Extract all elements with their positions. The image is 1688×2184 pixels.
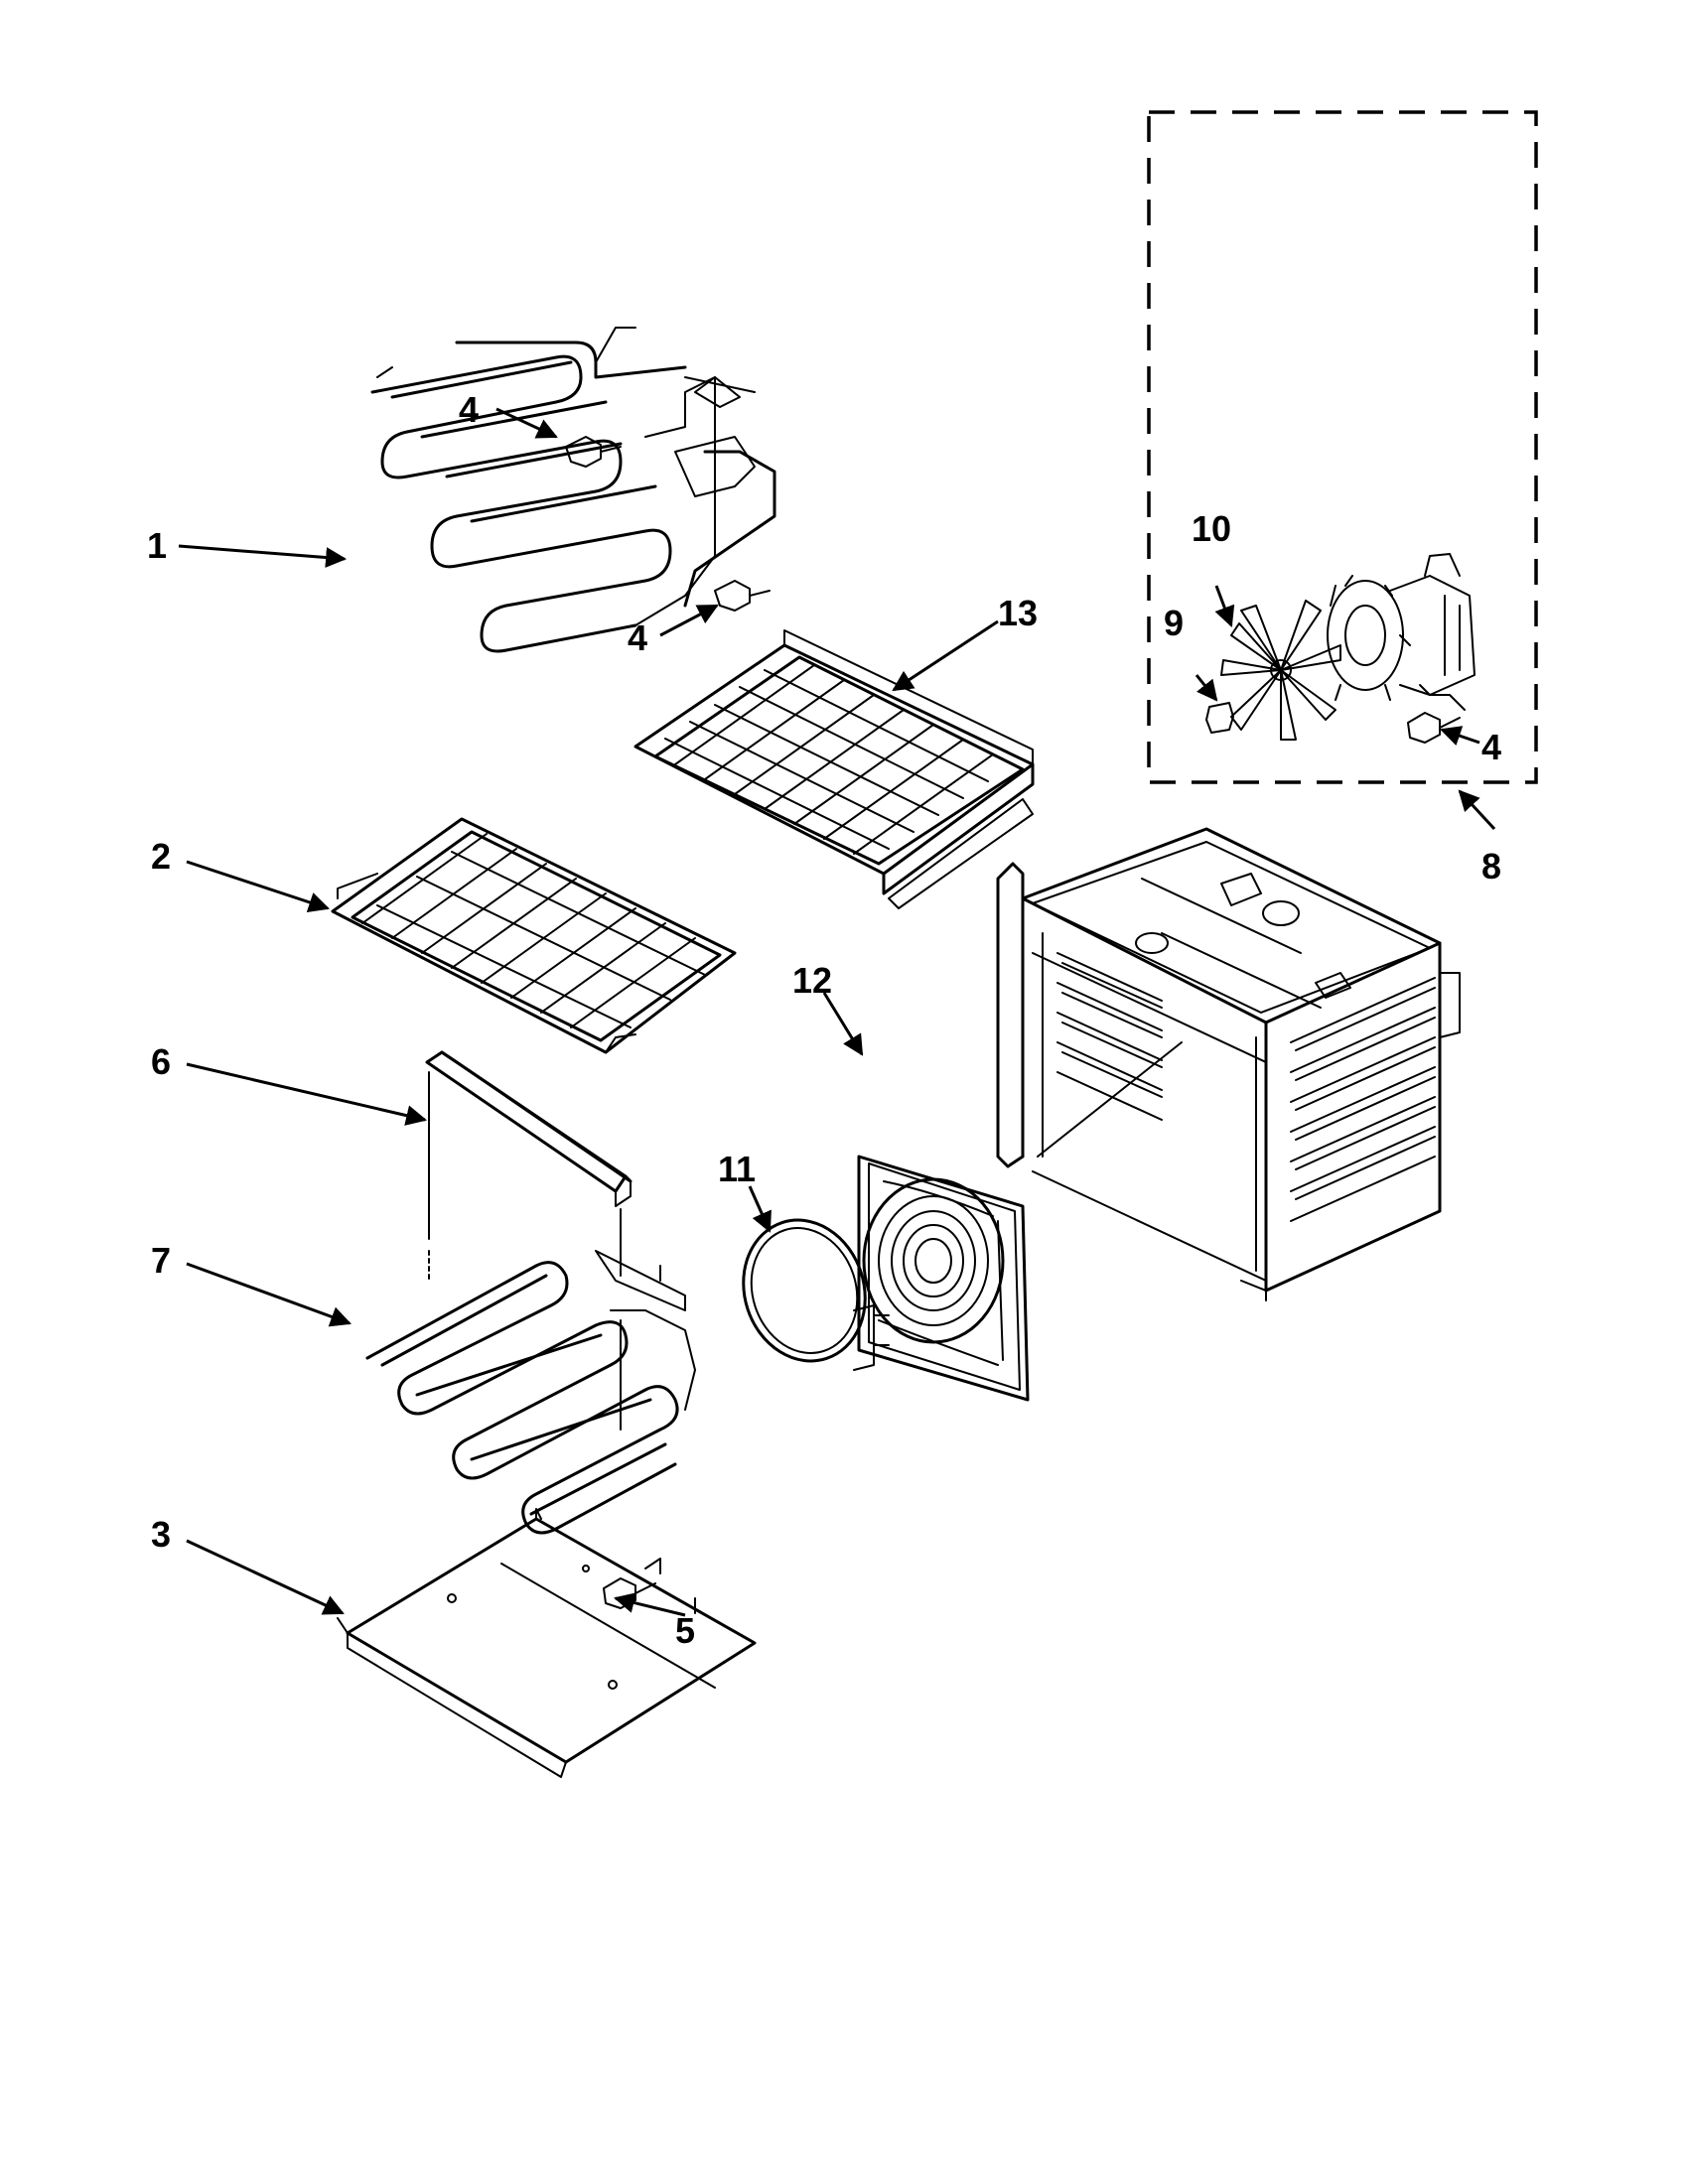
screw-part-assembly[interactable]	[1407, 712, 1461, 744]
callout-4-mid: 4	[628, 617, 647, 658]
fan-nut-part[interactable]	[1205, 702, 1234, 734]
assembly-outline	[1147, 110, 1538, 784]
convection-fan-motor-part[interactable]	[1327, 553, 1476, 711]
callout-4-top: 4	[459, 389, 479, 430]
callout-12: 12	[792, 960, 832, 1001]
callout-11: 11	[718, 1149, 756, 1189]
callout-labels: 1 4 4 13 2 6 7 3 5 11 12 10 9 4 8	[147, 389, 1501, 1651]
fan-blade-part[interactable]	[1220, 600, 1341, 741]
screw-part-upper[interactable]	[565, 436, 622, 468]
rack-guides-right	[1290, 977, 1436, 1222]
oven-rack-part[interactable]	[331, 817, 737, 1054]
callout-3: 3	[151, 1514, 171, 1555]
leader-lines	[178, 407, 1496, 1617]
bake-element-cover-part[interactable]	[425, 1050, 633, 1282]
callout-10: 10	[1192, 508, 1231, 549]
bake-element-part[interactable]	[365, 1240, 696, 1535]
callout-13: 13	[998, 593, 1038, 633]
broil-element-part[interactable]	[370, 327, 776, 653]
convection-fan-cover-part[interactable]	[857, 1155, 1030, 1402]
screw-part-mid[interactable]	[714, 580, 771, 612]
sliding-rack-part[interactable]	[633, 629, 1035, 909]
callout-5: 5	[675, 1610, 695, 1651]
oven-cavity	[996, 827, 1461, 1301]
callout-8: 8	[1481, 846, 1501, 887]
callout-7: 7	[151, 1240, 171, 1281]
oven-bottom-panel-part[interactable]	[337, 1508, 757, 1778]
callout-1: 1	[147, 525, 167, 566]
callout-6: 6	[151, 1041, 171, 1082]
callout-9: 9	[1164, 603, 1184, 643]
callout-2: 2	[151, 836, 171, 877]
callout-4-assembly: 4	[1481, 727, 1501, 767]
rack-guides-left	[1056, 952, 1163, 1121]
convection-fan-assembly-group[interactable]	[1147, 110, 1538, 784]
